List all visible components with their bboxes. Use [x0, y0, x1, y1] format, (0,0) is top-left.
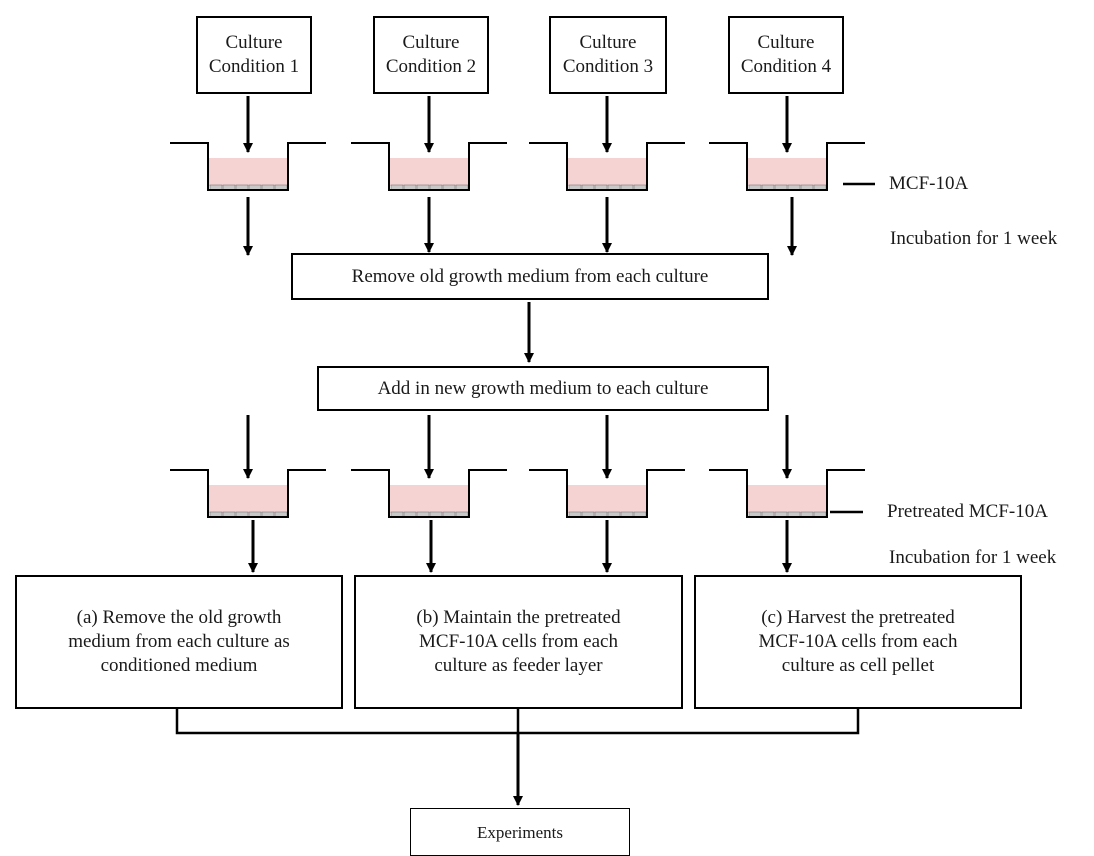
culture-well-top-2	[351, 142, 507, 191]
label-incubation-1: Incubation for 1 week	[890, 228, 1058, 249]
label-mcf10a: MCF-10A	[889, 173, 969, 194]
medium-fill	[209, 158, 287, 186]
add-medium-box: Add in new growth medium to each culture	[317, 366, 769, 411]
remove-medium-box: Remove old growth medium from each cultu…	[291, 253, 769, 300]
well-outline	[170, 142, 326, 191]
label-incubation-2: Incubation for 1 week	[889, 547, 1057, 568]
culture-well-top-4	[709, 142, 865, 191]
condition-box-4: Culture Condition 4	[728, 16, 844, 94]
medium-fill	[568, 485, 646, 513]
experiments-box: Experiments	[410, 808, 630, 856]
condition-box-1: Culture Condition 1	[196, 16, 312, 94]
culture-well-bottom-2	[351, 469, 507, 518]
condition-box-2: Culture Condition 2	[373, 16, 489, 94]
outcome-box-b: (b) Maintain the pretreated MCF-10A cell…	[354, 575, 683, 709]
cell-layer	[390, 511, 469, 518]
well-outline	[529, 142, 685, 191]
outcome-box-a: (a) Remove the old growth medium from ea…	[15, 575, 343, 709]
medium-fill	[748, 158, 826, 186]
culture-well-top-3	[529, 142, 685, 191]
culture-well-bottom-1	[170, 469, 326, 518]
culture-well-top-1	[170, 142, 326, 191]
well-outline	[529, 469, 685, 518]
medium-fill	[390, 485, 468, 513]
medium-fill	[390, 158, 468, 186]
medium-fill	[748, 485, 826, 513]
well-outline	[170, 469, 326, 518]
well-outline	[351, 142, 507, 191]
well-outline	[351, 469, 507, 518]
medium-fill	[209, 485, 287, 513]
culture-well-bottom-3	[529, 469, 685, 518]
culture-well-bottom-4	[709, 469, 865, 518]
cell-layer	[748, 511, 827, 518]
condition-box-3: Culture Condition 3	[549, 16, 667, 94]
medium-fill	[568, 158, 646, 186]
well-outline	[709, 469, 865, 518]
well-outline	[709, 142, 865, 191]
label-pretreated-mcf10a: Pretreated MCF-10A	[887, 501, 1048, 522]
outcome-box-c: (c) Harvest the pretreated MCF-10A cells…	[694, 575, 1022, 709]
merge-connector	[175, 708, 860, 735]
